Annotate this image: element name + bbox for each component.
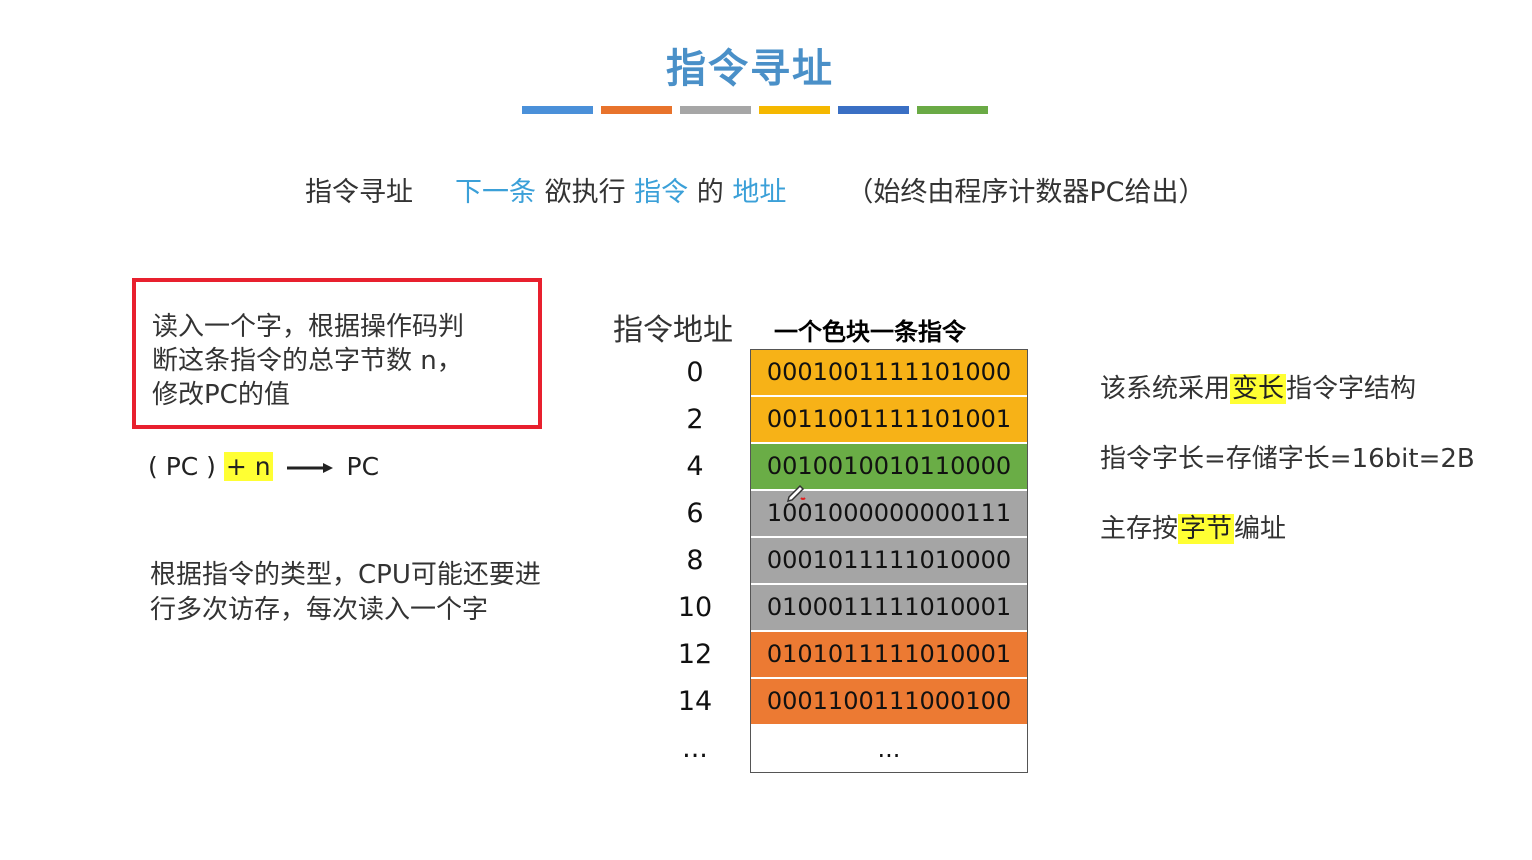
memory-cell: 0011001111101001 — [751, 397, 1027, 444]
pc-current: ( PC ) — [148, 452, 216, 481]
pc-increment: + n — [223, 452, 273, 481]
definition-of: 的 — [688, 177, 733, 208]
address-label: 4 — [686, 451, 704, 482]
color-bar-segment — [522, 106, 593, 114]
memory-cell: 0001100111000100 — [751, 679, 1027, 726]
fact1-highlight: 变长 — [1230, 374, 1287, 404]
definition-line: 指令寻址 下一条 欲执行 指令 的 地址 （始终由程序计数器PC给出） — [305, 170, 1205, 209]
memory-access-note-line2: 行多次访存，每次读入一个字 — [150, 595, 489, 625]
memory-cell: 0001001111101000 — [751, 350, 1027, 397]
address-label: 12 — [677, 639, 713, 670]
address-label: ... — [682, 733, 708, 764]
definition-to-execute: 欲执行 — [536, 177, 635, 208]
color-bar-segment — [917, 106, 988, 114]
address-label: 8 — [686, 545, 704, 576]
right-arrow-icon — [286, 463, 333, 473]
page-title: 指令寻址 — [666, 45, 834, 92]
fact3-suffix: 编址 — [1234, 514, 1287, 544]
memory-cell: 0001011111010000 — [751, 538, 1027, 585]
definition-next: 下一条 — [455, 177, 536, 208]
boxed-note-line3: 修改PC的值 — [152, 380, 290, 410]
boxed-note-line1: 读入一个字，根据操作码判 — [152, 312, 465, 342]
title-color-bar — [522, 106, 988, 114]
boxed-note-text: 读入一个字，根据操作码判 断这条指令的总字节数 n， 修改PC的值 — [152, 310, 538, 412]
address-label: 10 — [677, 592, 713, 623]
highlighted-note-box: 读入一个字，根据操作码判 断这条指令的总字节数 n， 修改PC的值 — [132, 278, 542, 429]
fact3-prefix: 主存按 — [1100, 514, 1179, 544]
memory-access-note: 根据指令的类型，CPU可能还要进 行多次访存，每次读入一个字 — [150, 558, 590, 628]
address-column-header: 指令地址 — [613, 313, 733, 348]
address-label: 0 — [686, 357, 704, 388]
memory-cell: 1001000000000111 — [751, 491, 1027, 538]
color-bar-segment — [759, 106, 830, 114]
address-label: 2 — [686, 404, 704, 435]
memory-access-note-line1: 根据指令的类型，CPU可能还要进 — [150, 560, 541, 590]
memory-cell: ... — [751, 726, 1027, 772]
address-label: 6 — [686, 498, 704, 529]
definition-instruction: 指令 — [634, 177, 689, 208]
color-bar-segment — [601, 106, 672, 114]
definition-term: 指令寻址 — [305, 177, 413, 208]
fact3-highlight: 字节 — [1178, 514, 1235, 544]
pencil-cursor-icon — [786, 484, 806, 502]
memory-cell: 0101011111010001 — [751, 632, 1027, 679]
boxed-note-line2: 断这条指令的总字节数 n， — [152, 346, 463, 376]
address-label: 14 — [677, 686, 713, 717]
definition-pc-note: （始终由程序计数器PC给出） — [846, 177, 1206, 208]
variable-length-fact: 该系统采用变长指令字结构 — [1100, 368, 1416, 405]
memory-cell: 0010010010110000 — [751, 444, 1027, 491]
pc-target: PC — [346, 452, 380, 481]
color-bar-segment — [680, 106, 751, 114]
color-bar-segment — [838, 106, 909, 114]
pc-update-formula: ( PC ) + n PC — [148, 452, 379, 481]
fact1-suffix: 指令字结构 — [1286, 374, 1417, 404]
byte-addressing-fact: 主存按字节编址 — [1100, 508, 1286, 545]
word-length-fact: 指令字长=存储字长=16bit=2B — [1100, 444, 1475, 474]
color-block-caption: 一个色块一条指令 — [774, 318, 966, 346]
fact1-prefix: 该系统采用 — [1100, 374, 1231, 404]
definition-address: 地址 — [732, 177, 787, 208]
memory-cell: 0100011111010001 — [751, 585, 1027, 632]
